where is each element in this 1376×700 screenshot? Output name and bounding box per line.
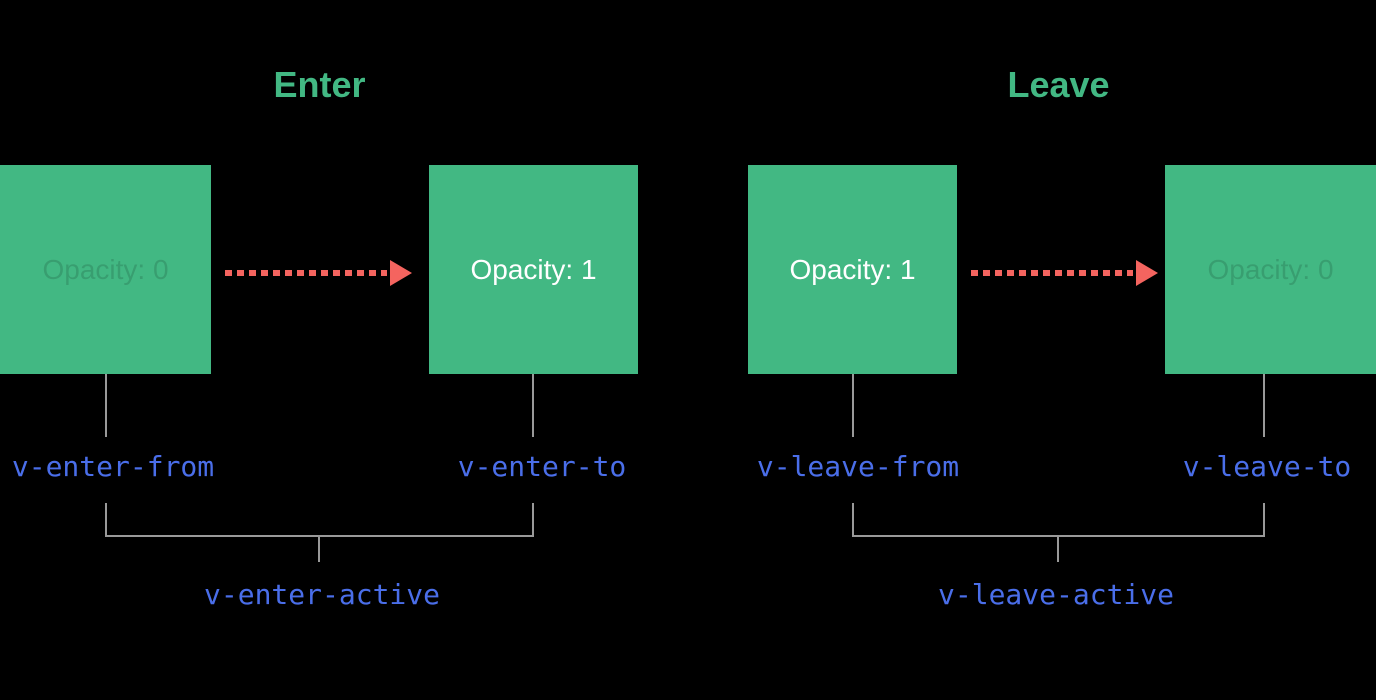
enter-bracket-right-line [532, 503, 534, 537]
leave-active-class-label: v-leave-active [937, 578, 1175, 611]
enter-bracket-bottom-line [105, 535, 534, 537]
enter-to-class-label: v-enter-to [457, 450, 627, 483]
leave-bracket-left-line [852, 503, 854, 537]
enter-from-class-label: v-enter-from [11, 450, 215, 483]
leave-from-class-label: v-leave-from [756, 450, 960, 483]
leave-from-box-label: Opacity: 1 [789, 253, 916, 285]
leave-to-box-label: Opacity: 0 [1207, 253, 1334, 285]
dashed-arrow-right-icon [225, 260, 412, 286]
leave-bracket-bottom-line [852, 535, 1265, 537]
enter-bracket-stem-line [318, 537, 320, 562]
enter-to-connector-line [532, 374, 534, 437]
leave-bracket-right-line [1263, 503, 1265, 537]
leave-bracket-stem-line [1057, 537, 1059, 562]
enter-from-box: Opacity: 0 [0, 165, 211, 374]
enter-bracket-left-line [105, 503, 107, 537]
enter-active-class-label: v-enter-active [203, 578, 441, 611]
leave-section-title: Leave [1007, 64, 1110, 105]
enter-to-box: Opacity: 1 [429, 165, 638, 374]
leave-to-connector-line [1263, 374, 1265, 437]
dashed-arrow-right-icon [971, 260, 1158, 286]
enter-from-box-label: Opacity: 0 [42, 253, 169, 285]
enter-section-title: Enter [273, 64, 366, 105]
enter-to-box-label: Opacity: 1 [470, 253, 597, 285]
leave-to-box: Opacity: 0 [1165, 165, 1376, 374]
enter-from-connector-line [105, 374, 107, 437]
leave-from-box: Opacity: 1 [748, 165, 957, 374]
leave-to-class-label: v-leave-to [1182, 450, 1352, 483]
leave-from-connector-line [852, 374, 854, 437]
